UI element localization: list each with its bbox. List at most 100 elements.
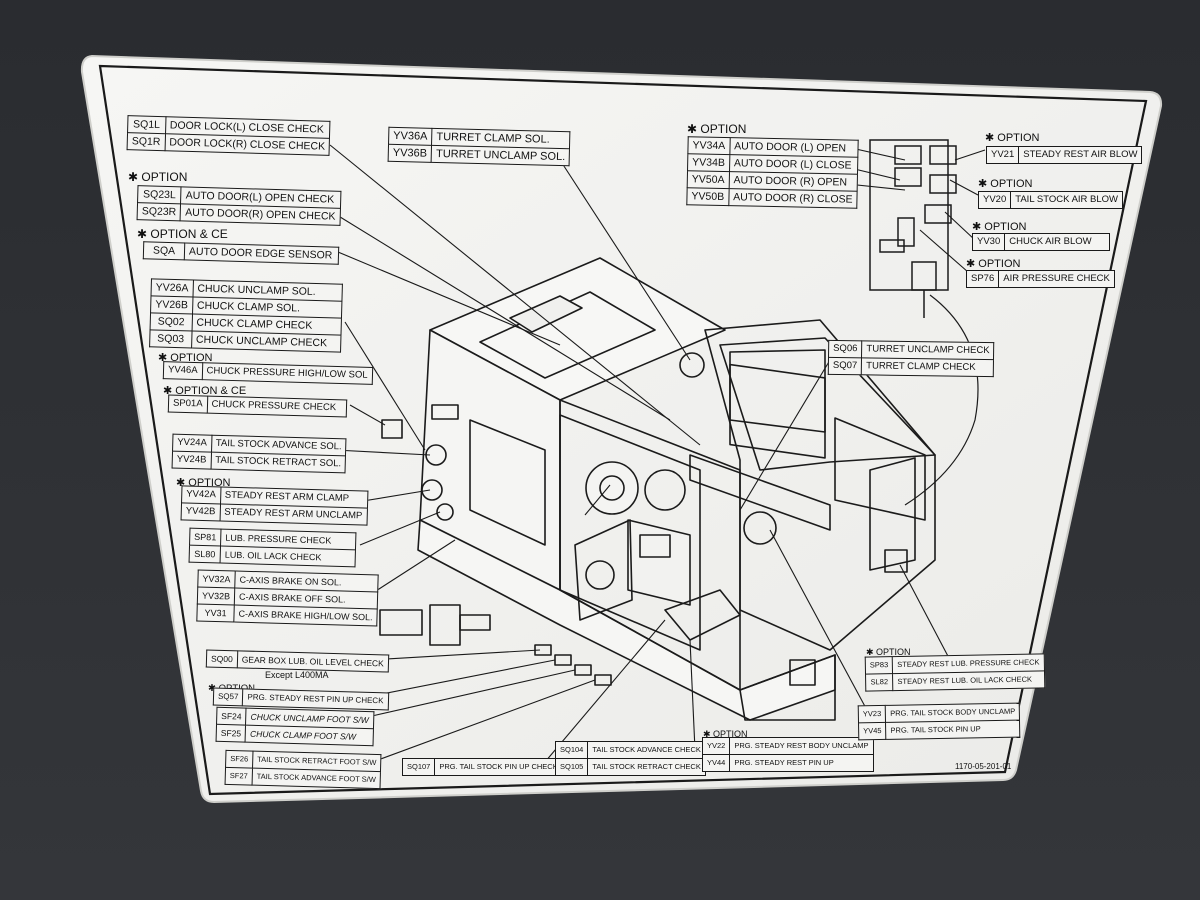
desc-cell: AUTO DOOR EDGE SENSOR xyxy=(184,242,339,265)
code-cell: YV26A xyxy=(151,278,194,298)
code-cell: YV32B xyxy=(197,586,235,606)
option-label: ✱ OPTION xyxy=(985,132,1040,144)
code-cell: SL82 xyxy=(865,673,894,692)
option-label: ✱ OPTION xyxy=(866,647,911,657)
desc-cell: TAIL STOCK ADVANCE FOOT S/W xyxy=(251,768,381,789)
desc-cell: TURRET CLAMP CHECK xyxy=(861,357,994,377)
code-cell: YV34A xyxy=(687,136,730,155)
code-cell: SF24 xyxy=(216,707,247,726)
code-cell: SQ00 xyxy=(206,649,238,668)
code-cell: SQ104 xyxy=(554,741,589,759)
code-cell: SQ06 xyxy=(828,340,863,358)
code-cell: YV23 xyxy=(858,705,886,723)
code-cell: SP76 xyxy=(965,270,1000,288)
option-label: ✱ OPTION xyxy=(687,122,747,136)
table-row: YV22 PRG. STEADY REST BODY UNCLAMP xyxy=(701,737,874,755)
table-g17: YV22 PRG. STEADY REST BODY UNCLAMP YV44 … xyxy=(701,737,874,772)
desc-cell: PRG. STEADY REST BODY UNCLAMP xyxy=(729,737,874,755)
table-row: YV20 TAIL STOCK AIR BLOW xyxy=(977,191,1124,209)
option-label: ✱ OPTION xyxy=(972,221,1027,233)
table-g1: SQ1L DOOR LOCK(L) CLOSE CHECK SQ1R DOOR … xyxy=(126,115,331,156)
table-g26: SQ06 TURRET UNCLAMP CHECK SQ07 TURRET CL… xyxy=(827,339,995,378)
code-cell: YV50B xyxy=(686,187,729,206)
code-cell: SQ07 xyxy=(828,357,862,375)
code-cell: YV22 xyxy=(701,737,731,755)
option-label: ✱ OPTION xyxy=(128,170,188,184)
code-cell: YV24A xyxy=(172,434,212,453)
option-label: ✱ OPTION & CE xyxy=(137,227,228,241)
table-g14: SF26 TAIL STOCK RETRACT FOOT S/W SF27 TA… xyxy=(224,749,382,790)
desc-cell: TAIL STOCK RETRACT CHECK xyxy=(587,758,706,776)
code-cell: SQ02 xyxy=(150,312,193,331)
desc-cell: GEAR BOX LUB. OIL LEVEL CHECK xyxy=(237,650,389,673)
model-exception-note: Except L400MA xyxy=(265,670,329,680)
lathe-drawing xyxy=(379,257,936,721)
desc-cell: STEADY REST LUB. OIL LACK CHECK xyxy=(892,670,1045,691)
table-row: SQ107 PRG. TAIL STOCK PIN UP CHECK xyxy=(401,758,563,776)
desc-cell: LUB. OIL LACK CHECK xyxy=(220,546,356,567)
code-cell: SQ03 xyxy=(149,329,192,348)
table-row: YV50B AUTO DOOR (R) CLOSE xyxy=(686,187,858,209)
desc-cell: TAIL STOCK AIR BLOW xyxy=(1010,191,1124,209)
desc-cell: CHUCK UNCLAMP CHECK xyxy=(191,330,341,353)
desc-cell: CHUCK AIR BLOW xyxy=(1004,233,1111,251)
code-cell: YV45 xyxy=(858,722,887,740)
code-cell: YV34B xyxy=(687,153,730,172)
table-row: SQ07 TURRET CLAMP CHECK xyxy=(828,357,994,377)
desc-cell: PRG. TAIL STOCK PIN UP xyxy=(885,720,1021,740)
desc-cell: C-AXIS BRAKE HIGH/LOW SOL. xyxy=(233,605,378,627)
code-cell: YV20 xyxy=(977,191,1012,209)
table-row: YV21 STEADY REST AIR BLOW xyxy=(985,146,1143,164)
option-label: ✱ OPTION & CE xyxy=(163,385,247,397)
code-cell: SQ1L xyxy=(127,115,166,134)
table-g18: YV23 PRG. TAIL STOCK BODY UNCLAMP YV45 P… xyxy=(857,702,1021,741)
code-cell: YV36A xyxy=(388,127,433,146)
table-g10: YV32A C-AXIS BRAKE ON SOL. YV32B C-AXIS … xyxy=(196,569,379,627)
code-cell: YV30 xyxy=(971,233,1006,251)
code-cell: SQ57 xyxy=(213,688,244,706)
table-g8: YV42A STEADY REST ARM CLAMP YV42B STEADY… xyxy=(180,485,368,526)
desc-cell: PRG. TAIL STOCK PIN UP CHECK xyxy=(434,758,563,776)
desc-cell: AUTO DOOR (R) CLOSE xyxy=(728,188,858,209)
code-cell: SF27 xyxy=(225,767,253,786)
table-row: YV44 PRG. STEADY REST PIN UP xyxy=(701,754,874,772)
code-cell: YV46A xyxy=(163,361,203,380)
code-cell: YV42B xyxy=(181,502,221,521)
code-cell: YV21 xyxy=(985,146,1020,164)
code-cell: SF26 xyxy=(225,750,253,769)
code-cell: YV42A xyxy=(181,485,221,504)
table-g16: SQ104 TAIL STOCK ADVANCE CHECK SQ105 TAI… xyxy=(554,741,706,776)
desc-cell: PRG. STEADY REST PIN UP xyxy=(729,754,874,772)
code-cell: YV50A xyxy=(687,170,730,189)
desc-cell: TAIL STOCK RETRACT SOL. xyxy=(210,452,346,473)
table-g23: YV20 TAIL STOCK AIR BLOW xyxy=(977,191,1124,209)
code-cell: SL80 xyxy=(189,545,221,564)
option-label: ✱ OPTION xyxy=(978,178,1033,190)
code-cell: YV36B xyxy=(388,144,432,163)
code-cell: YV24B xyxy=(172,451,212,470)
code-cell: YV26B xyxy=(150,295,193,315)
table-row: SQ105 TAIL STOCK RETRACT CHECK xyxy=(554,758,706,776)
table-g7: YV24A TAIL STOCK ADVANCE SOL. YV24B TAIL… xyxy=(171,433,347,474)
table-g19: SP83 STEADY REST LUB. PRESSURE CHECK SL8… xyxy=(864,653,1045,692)
table-row: SL82 STEADY REST LUB. OIL LACK CHECK xyxy=(865,670,1045,692)
code-cell: SP81 xyxy=(189,528,222,547)
table-row: YV45 PRG. TAIL STOCK PIN UP xyxy=(858,720,1021,740)
code-cell: SQ107 xyxy=(401,758,436,776)
desc-cell: PRG. STEADY REST PIN UP CHECK xyxy=(242,688,389,710)
desc-cell: TURRET UNCLAMP SOL. xyxy=(431,145,570,166)
part-number: 1170-05-201-01 xyxy=(955,762,1012,771)
code-cell: SQ23L xyxy=(137,185,182,204)
desc-cell: CHUCK PRESSURE CHECK xyxy=(206,396,347,417)
table-g24: YV30 CHUCK AIR BLOW xyxy=(971,233,1111,251)
desc-cell: TAIL STOCK ADVANCE CHECK xyxy=(587,741,706,759)
desc-cell: STEADY REST AIR BLOW xyxy=(1018,146,1143,164)
code-cell: YV32A xyxy=(197,569,236,589)
code-cell: SQA xyxy=(143,241,185,260)
code-cell: YV31 xyxy=(196,603,235,623)
air-panel-drawing xyxy=(869,139,979,506)
table-g21: YV34A AUTO DOOR (L) OPEN YV34B AUTO DOOR… xyxy=(686,136,859,209)
code-cell: SQ23R xyxy=(137,202,181,221)
code-cell: SQ1R xyxy=(127,132,166,151)
